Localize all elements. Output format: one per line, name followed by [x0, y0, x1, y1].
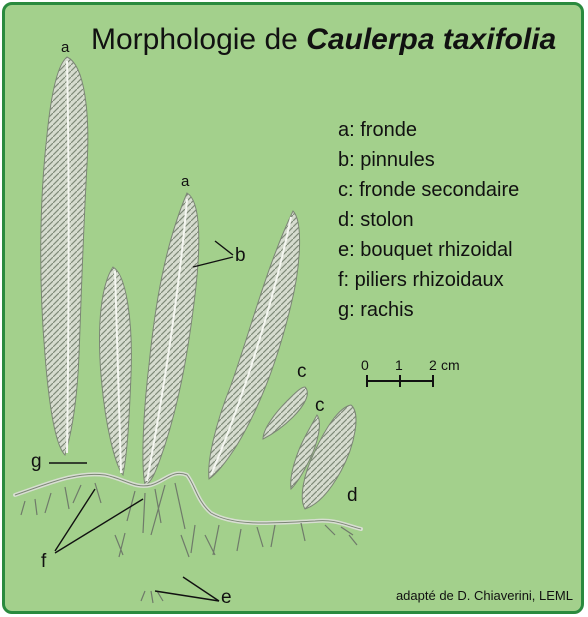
legend-item-e: e: bouquet rhizoidal	[338, 239, 513, 262]
page-title: Morphologie de Caulerpa taxifolia	[91, 23, 556, 57]
legend-item-g: g: rachis	[338, 299, 414, 322]
frond-right	[209, 211, 300, 479]
label-e: e	[221, 587, 232, 609]
frond-center	[143, 193, 199, 485]
label-b: b	[235, 245, 246, 267]
scale-bar	[367, 375, 433, 387]
label-a-top: a	[61, 39, 69, 56]
legend-item-a: a: fronde	[338, 119, 417, 142]
label-c1: c	[297, 361, 307, 383]
label-f: f	[41, 551, 46, 573]
legend-item-f: f: piliers rhizoidaux	[338, 269, 504, 292]
credit-text: adapté de D. Chiaverini, LEML	[396, 588, 573, 603]
frond-small-left	[100, 267, 132, 475]
frond-tall-left	[41, 57, 88, 455]
label-a-center: a	[181, 173, 189, 190]
label-c2: c	[315, 395, 325, 417]
scale-tick-2: 2	[429, 357, 437, 373]
title-species: Caulerpa taxifolia	[306, 23, 556, 56]
caulerpa-illustration	[5, 5, 584, 614]
label-d: d	[347, 485, 358, 507]
frond-secondary-c1	[263, 387, 307, 439]
legend-item-d: d: stolon	[338, 209, 414, 232]
scale-tick-0: 0	[361, 357, 369, 373]
scale-unit: cm	[441, 357, 460, 373]
label-g: g	[31, 451, 42, 473]
scale-tick-1: 1	[395, 357, 403, 373]
legend-item-c: c: fronde secondaire	[338, 179, 519, 202]
legend-item-b: b: pinnules	[338, 149, 435, 172]
title-prefix: Morphologie de	[91, 23, 306, 56]
